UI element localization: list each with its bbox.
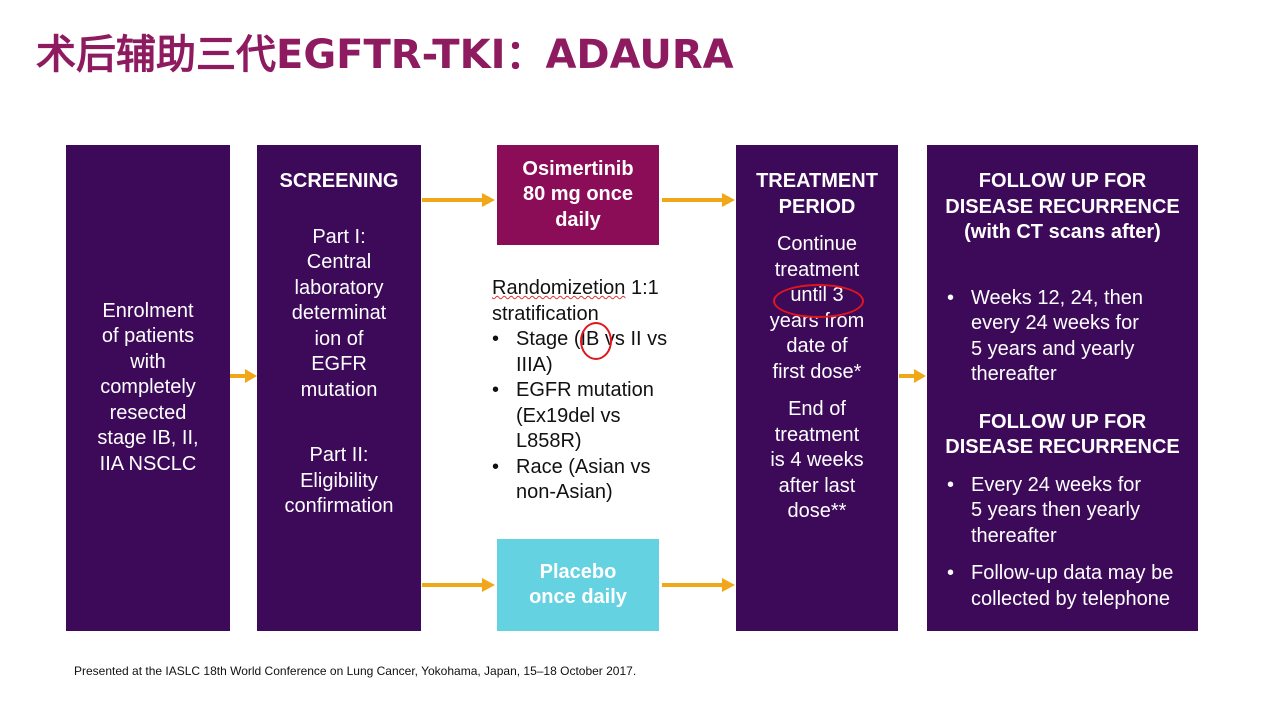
list-item-line: Stage (IB vs II vs bbox=[516, 328, 668, 350]
screening-part2-line: confirmation bbox=[284, 495, 394, 517]
list-item: Race (Asian vs non-Asian) bbox=[492, 455, 702, 506]
enrolment-line: with bbox=[130, 350, 166, 373]
followup-list: Weeks 12, 24, then every 24 weeks for 5 … bbox=[927, 286, 1198, 388]
arrow-right-icon bbox=[662, 193, 735, 207]
list-item-line: 5 years and yearly bbox=[971, 337, 1135, 360]
arrow-right-icon bbox=[899, 369, 926, 383]
followup-header: DISEASE RECURRENCE bbox=[945, 436, 1180, 458]
list-item-line: Follow-up data may be bbox=[971, 562, 1174, 584]
randomization-ratio: 1:1 bbox=[625, 277, 659, 299]
list-item-line: 5 years then yearly bbox=[971, 499, 1140, 521]
treatment-line: dose** bbox=[787, 500, 847, 522]
osimertinib-line: Osimertinib bbox=[522, 157, 634, 180]
treatment-line: End of bbox=[788, 398, 846, 420]
placebo-line: once daily bbox=[529, 586, 627, 608]
treatment-box: TREATMENT PERIOD Continue treatment unti… bbox=[736, 145, 898, 631]
screening-part1-line: ion of bbox=[314, 327, 364, 350]
list-item-line: Race (Asian vs bbox=[516, 455, 651, 478]
followup-header: (with CT scans after) bbox=[964, 221, 1161, 243]
randomization-word: Randomizetion bbox=[492, 277, 626, 299]
list-item-line: Every 24 weeks for bbox=[971, 473, 1142, 496]
list-item-line: EGFR mutation bbox=[516, 379, 654, 401]
treatment-line: date of bbox=[786, 335, 848, 357]
arrow-right-icon bbox=[422, 578, 495, 592]
enrolment-line: of patients bbox=[101, 325, 195, 348]
list-item: Follow-up data may be collected by telep… bbox=[947, 561, 1192, 612]
treatment-line: until 3 bbox=[790, 284, 844, 306]
screening-part2-line: Eligibility bbox=[300, 469, 378, 492]
arrow-right-icon bbox=[230, 369, 257, 383]
treatment-line: after last bbox=[778, 474, 856, 497]
followup-box: FOLLOW UP FOR DISEASE RECURRENCE (with C… bbox=[927, 145, 1198, 631]
screening-part1-line: laboratory bbox=[294, 276, 384, 299]
screening-part1-line: Part I: bbox=[312, 225, 366, 248]
screening-part1-line: EGFR bbox=[311, 353, 367, 375]
screening-part1-line: mutation bbox=[300, 378, 378, 401]
list-item: EGFR mutation (Ex19del vs L858R) bbox=[492, 378, 702, 455]
slide-title: 术后辅助三代EGFTR-TKI：ADAURA bbox=[36, 32, 734, 78]
list-item: Every 24 weeks for 5 years then yearly t… bbox=[947, 473, 1192, 550]
treatment-line: Continue bbox=[776, 233, 858, 255]
followup-list: Every 24 weeks for 5 years then yearly t… bbox=[927, 473, 1198, 613]
screening-part1-line: Central bbox=[306, 251, 372, 273]
list-item: Stage (IB vs II vs IIIA) bbox=[492, 327, 702, 378]
osimertinib-line: daily bbox=[555, 208, 601, 231]
screening-part1-line: determinat bbox=[291, 302, 387, 324]
placebo-arm-box: Placebo once daily bbox=[497, 539, 659, 631]
list-item-line: collected by telephone bbox=[971, 587, 1171, 610]
followup-header: DISEASE RECURRENCE bbox=[945, 195, 1180, 218]
enrolment-line: Enrolment bbox=[102, 299, 194, 322]
followup-header: FOLLOW UP FOR bbox=[978, 410, 1147, 433]
enrolment-box: Enrolment of patients with completely re… bbox=[66, 145, 230, 631]
treatment-line: treatment bbox=[774, 423, 860, 446]
screening-box: SCREENING Part I: Central laboratory det… bbox=[257, 145, 421, 631]
list-item-line: thereafter bbox=[971, 524, 1057, 547]
list-item-line: (Ex19del vs bbox=[516, 404, 621, 427]
list-item: Weeks 12, 24, then every 24 weeks for 5 … bbox=[947, 286, 1192, 388]
enrolment-line: IIA NSCLC bbox=[99, 452, 197, 475]
screening-part2-line: Part II: bbox=[309, 444, 369, 466]
treatment-line: first dose* bbox=[772, 360, 862, 383]
stratification-label: stratification bbox=[492, 302, 599, 325]
arrow-right-icon bbox=[662, 578, 735, 592]
treatment-header: TREATMENT bbox=[756, 170, 878, 192]
list-item-line: every 24 weeks for bbox=[971, 312, 1139, 334]
list-item-line: non-Asian) bbox=[516, 481, 613, 503]
treatment-line: years from bbox=[769, 309, 865, 332]
list-item-line: Weeks 12, 24, then bbox=[971, 286, 1143, 309]
treatment-line: treatment bbox=[774, 258, 860, 281]
osimertinib-line: 80 mg once bbox=[522, 183, 634, 206]
enrolment-line: resected bbox=[109, 401, 187, 424]
randomization-block: Randomizetion 1:1 stratification Stage (… bbox=[492, 276, 702, 506]
treatment-line: is 4 weeks bbox=[770, 449, 864, 471]
arrow-right-icon bbox=[422, 193, 495, 207]
randomization-line-1: Randomizetion 1:1 bbox=[492, 276, 702, 302]
osimertinib-arm-box: Osimertinib 80 mg once daily bbox=[497, 145, 659, 245]
placebo-line: Placebo bbox=[539, 560, 617, 583]
list-item-line: thereafter bbox=[971, 363, 1057, 385]
stratification-list: Stage (IB vs II vs IIIA) EGFR mutation (… bbox=[492, 327, 702, 506]
footer-citation: Presented at the IASLC 18th World Confer… bbox=[74, 664, 637, 678]
treatment-header: PERIOD bbox=[778, 195, 856, 218]
screening-header: SCREENING bbox=[279, 170, 399, 192]
enrolment-line: stage IB, II, bbox=[97, 427, 199, 450]
enrolment-line: completely bbox=[100, 376, 196, 399]
followup-header: FOLLOW UP FOR bbox=[978, 170, 1147, 192]
list-item-line: IIIA) bbox=[516, 353, 553, 376]
list-item-line: L858R) bbox=[516, 430, 582, 452]
